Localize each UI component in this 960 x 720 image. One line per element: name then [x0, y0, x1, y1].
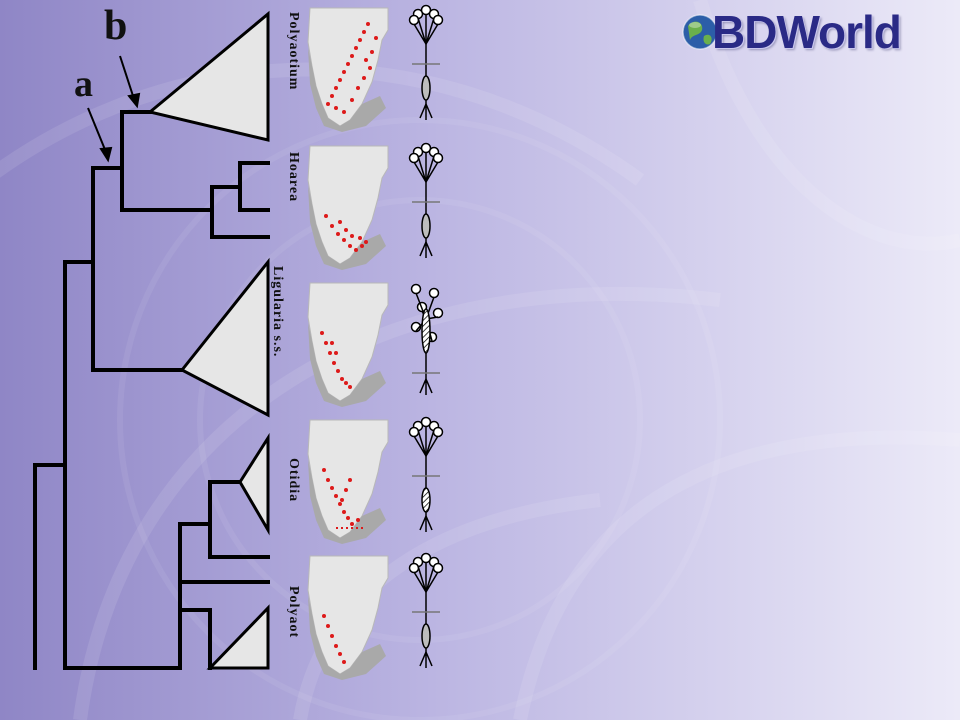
node-label-b: b: [104, 3, 128, 49]
clade-label-otidia: Otidia: [286, 458, 301, 503]
distribution-map: [307, 419, 389, 544]
clade-label-hoarea: Hoarea: [286, 152, 301, 203]
clade-triangles: [146, 10, 270, 670]
tree-node-a: [63, 166, 95, 372]
growth-form-sketch: [408, 142, 444, 258]
distribution-map: [307, 145, 389, 270]
triangle-polyaotium: [146, 10, 270, 142]
growth-form-sketches: [408, 4, 444, 668]
distribution-map: [307, 282, 389, 407]
growth-form-sketch: [410, 283, 444, 395]
triangle-ligularia: [179, 257, 270, 418]
distribution-map: [307, 7, 389, 132]
globe-icon: [682, 14, 718, 50]
clade-label-polyaotium: Polyaotium: [286, 12, 301, 91]
node-arrows: [87, 55, 141, 163]
bdworld-logo: BDWorld: [686, 4, 902, 60]
growth-form-sketch: [408, 552, 444, 668]
node-label-a: a: [74, 63, 93, 105]
tree-node-b: [91, 110, 124, 212]
clade-label-ligularia: Ligularia s.s.: [270, 266, 285, 358]
triangle-otidia: [238, 432, 270, 536]
phylogeny-tree: [33, 110, 270, 670]
growth-form-sketch: [408, 4, 444, 120]
triangle-polyaot: [206, 604, 270, 670]
logo-text: BDWorld: [712, 6, 902, 58]
tree-branch-otidia: [63, 480, 270, 670]
clade-label-polyaot: Polyaot: [286, 586, 301, 639]
tree-hoarea-tips: [210, 161, 270, 239]
tree-branch-hoarea: [120, 187, 214, 239]
distribution-map: [307, 555, 389, 680]
tree-branch-polyaot: [178, 580, 270, 670]
tree-root-branch: [33, 463, 67, 670]
distribution-maps: [307, 7, 389, 680]
growth-form-sketch: [408, 416, 444, 532]
